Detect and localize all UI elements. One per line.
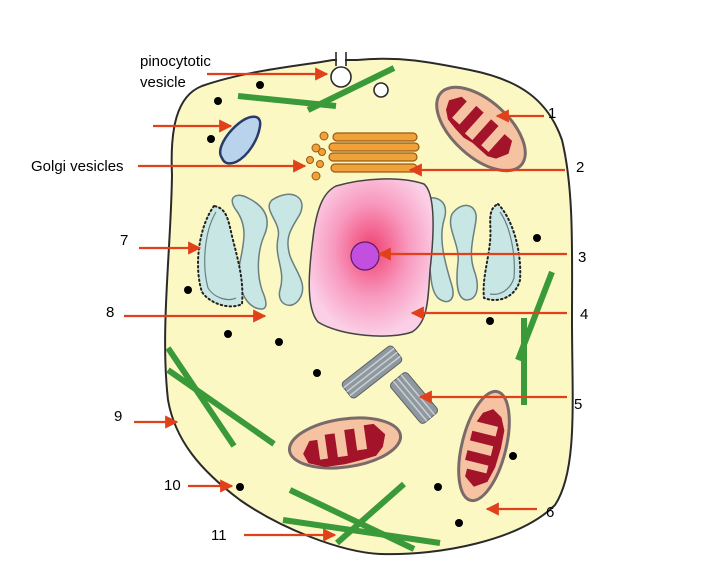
rough-er (197, 204, 244, 308)
mitochondrion-bottom-middle (287, 416, 403, 470)
golgi-vesicle (311, 171, 321, 181)
rough-er (482, 202, 522, 301)
smooth-er (449, 204, 479, 301)
granule (236, 483, 244, 491)
label-2: 2 (576, 159, 584, 176)
microfilament (166, 367, 276, 447)
pinocytotic-vesicle (330, 66, 352, 88)
granule (275, 338, 283, 346)
mitochondrion-cristae (465, 409, 505, 487)
mitochondrion-cristae (303, 423, 386, 467)
rough-er-membrane (489, 211, 515, 295)
pinocytotic-invagination (335, 52, 347, 66)
label-1: 1 (548, 105, 556, 122)
small-vesicle (373, 82, 389, 98)
vacuole (219, 115, 262, 165)
label-3: 3 (578, 249, 586, 266)
granule (256, 81, 264, 89)
golgi-cisterna (328, 152, 418, 162)
golgi-vesicle-cluster (306, 131, 329, 181)
microfilament (515, 270, 555, 362)
granule (184, 286, 192, 294)
label-4: 4 (580, 306, 588, 323)
centriole (341, 345, 403, 399)
microfilament (282, 517, 441, 546)
golgi-apparatus (328, 132, 420, 173)
label-10: 10 (164, 477, 181, 494)
microfilament (335, 481, 406, 546)
granule (224, 330, 232, 338)
golgi-vesicle (311, 143, 321, 153)
rough-er-membrane (204, 211, 237, 301)
golgi-cisterna (328, 142, 420, 152)
granule (434, 483, 442, 491)
golgi-vesicle (316, 160, 324, 168)
label-9: 9 (114, 408, 122, 425)
mitochondrion-top-right (435, 85, 527, 173)
golgi-vesicle (306, 156, 314, 164)
granule (214, 97, 222, 105)
microfilament (306, 65, 396, 113)
label-7: 7 (120, 232, 128, 249)
label-golgi-vesicles: Golgi vesicles (31, 158, 124, 175)
granule (509, 452, 517, 460)
mitochondrion-bottom-right (457, 389, 511, 503)
label-8: 8 (106, 304, 114, 321)
granule (486, 317, 494, 325)
nucleolus (350, 241, 380, 271)
granule (313, 369, 321, 377)
golgi-cisterna (330, 163, 418, 173)
mitochondrion-cristae (445, 96, 513, 159)
microfilament (165, 346, 237, 448)
golgi-vesicle (319, 131, 329, 141)
label-pinocytotic-line1: pinocytotic (140, 53, 211, 70)
label-5: 5 (574, 396, 582, 413)
label-11: 11 (211, 527, 227, 544)
label-pinocytotic-line2: vesicle (140, 74, 186, 91)
granule (207, 135, 215, 143)
smooth-er (268, 193, 304, 307)
label-6: 6 (546, 504, 554, 521)
granule (455, 519, 463, 527)
granule (533, 234, 541, 242)
golgi-vesicle (318, 148, 326, 156)
golgi-cisterna (332, 132, 418, 142)
